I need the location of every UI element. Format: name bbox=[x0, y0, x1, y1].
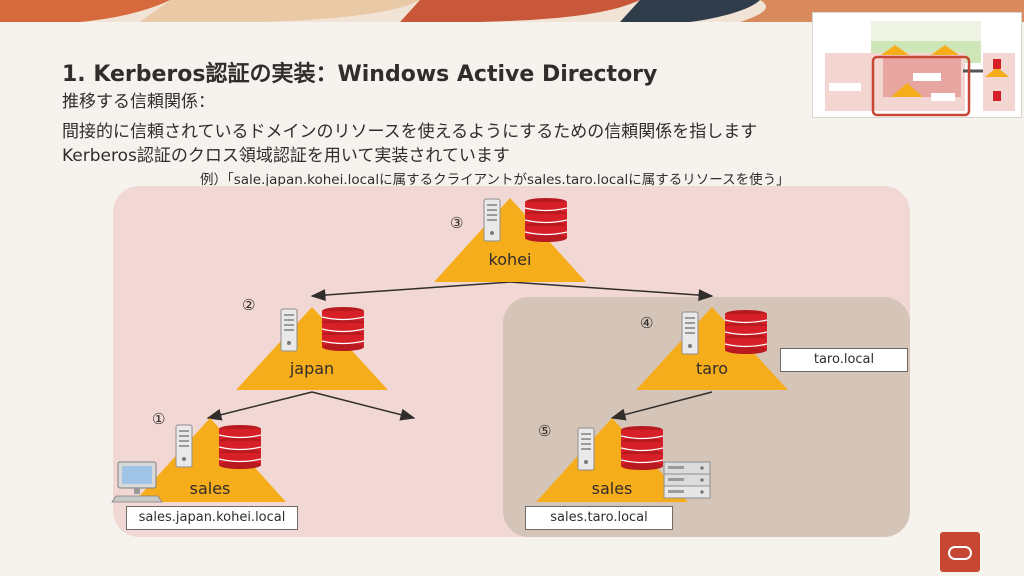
domain-triangle-taro bbox=[636, 307, 788, 390]
step-number-5: ⑤ bbox=[538, 422, 551, 440]
domain-triangle-kohei bbox=[434, 198, 586, 282]
database-icon bbox=[218, 424, 262, 470]
database-icon bbox=[620, 425, 664, 471]
domain-label-japan: japan bbox=[289, 359, 334, 378]
domain-triangle-japan bbox=[236, 307, 388, 390]
domain-label-kohei: kohei bbox=[489, 250, 532, 269]
description-line-2: Kerberos認証のクロス領域認証を用いて実装されています bbox=[62, 146, 510, 166]
step-number-4: ④ bbox=[640, 314, 653, 332]
database-icon bbox=[724, 309, 768, 355]
previous-slide-thumbnail bbox=[812, 12, 1022, 118]
rack-server-icon bbox=[663, 461, 711, 499]
domain-label-sales-japan: sales bbox=[190, 479, 231, 498]
domain-triangle-sales-taro bbox=[536, 418, 688, 502]
domain-label-taro: taro bbox=[696, 359, 728, 378]
step-number-1: ① bbox=[152, 410, 165, 428]
server-icon bbox=[483, 198, 501, 242]
server-icon bbox=[681, 311, 699, 355]
slide-title: 1. Kerberos認証の実装：Windows Active Director… bbox=[62, 62, 658, 87]
trust-arrow-taro-sales bbox=[610, 391, 713, 421]
server-icon bbox=[577, 427, 595, 471]
trust-arrow-kohei-japan bbox=[310, 281, 511, 302]
domain-fqdn-taro: taro.local bbox=[780, 348, 908, 372]
step-number-2: ② bbox=[242, 296, 255, 314]
oracle-ring-icon bbox=[948, 546, 972, 560]
domain-fqdn-sales-taro: sales.taro.local bbox=[525, 506, 673, 530]
trust-arrow-japan-sales bbox=[206, 391, 313, 421]
trust-arrow-kohei-taro bbox=[509, 281, 714, 302]
client-pc-icon bbox=[111, 461, 163, 503]
server-icon bbox=[280, 308, 298, 352]
trust-arrow-japan-right bbox=[311, 391, 416, 421]
description-line-1: 間接的に信頼されているドメインのリソースを使えるようにするための信頼関係を指しま… bbox=[62, 122, 758, 142]
slide-subtitle: 推移する信頼関係： bbox=[62, 92, 215, 112]
server-icon bbox=[175, 424, 193, 468]
database-icon bbox=[524, 197, 568, 243]
domain-label-sales-taro: sales bbox=[592, 479, 633, 498]
oracle-logo bbox=[940, 532, 980, 572]
step-number-3: ③ bbox=[450, 214, 463, 232]
example-text: 例）「sale.japan.kohei.localに属するクライアントがsale… bbox=[200, 172, 790, 188]
database-icon bbox=[321, 306, 365, 352]
domain-fqdn-sales-japan: sales.japan.kohei.local bbox=[126, 506, 298, 530]
domain-triangle-sales-japan bbox=[134, 418, 286, 502]
